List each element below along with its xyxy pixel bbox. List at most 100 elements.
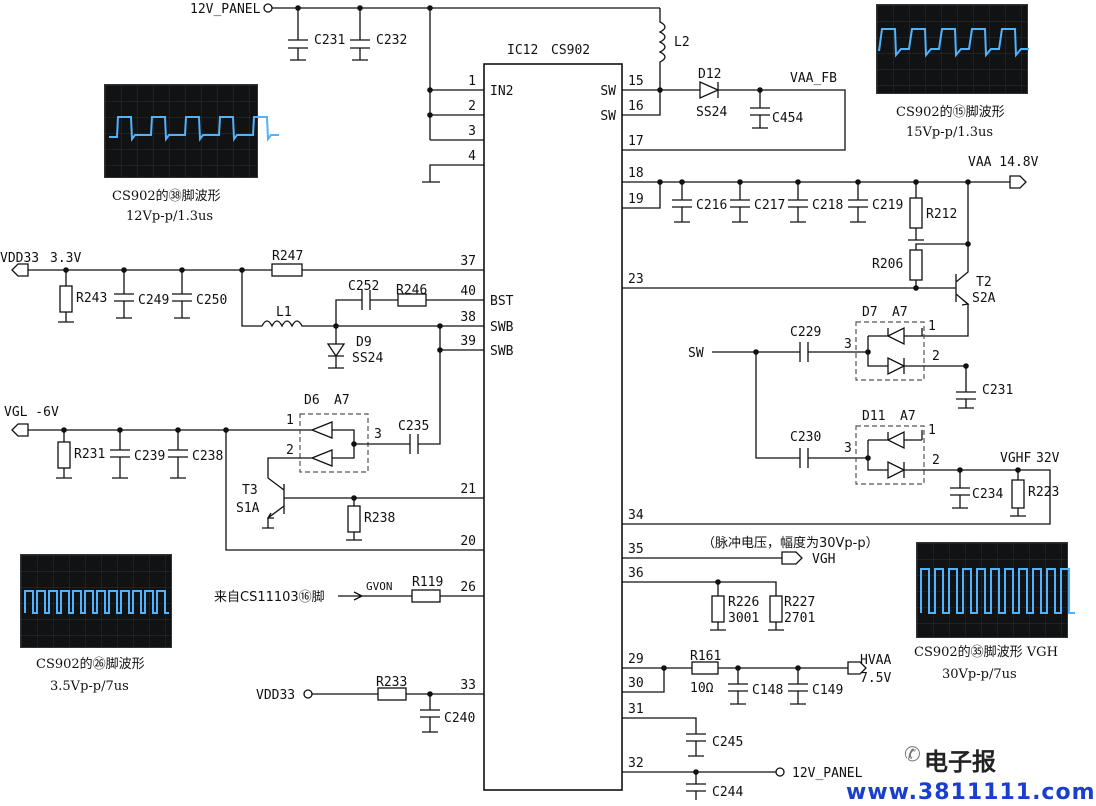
pin-number: 33 <box>460 678 476 693</box>
label-r243: R243 <box>76 291 107 306</box>
pin-number: 31 <box>628 702 644 717</box>
label-r212: R212 <box>926 207 957 222</box>
scope-spec-38: 12Vp-p/1.3us <box>126 209 213 224</box>
pulse-note: （脉冲电压，幅度为30Vp-p） <box>702 535 879 551</box>
scope-image-pin15 <box>876 4 1029 94</box>
label-c245: C245 <box>712 735 743 750</box>
pin-number: 16 <box>628 99 644 114</box>
scope-caption-15: CS902的⑮脚波形 <box>896 104 1005 120</box>
label-s2a: S2A <box>972 291 996 306</box>
label-d7: D7 <box>862 305 878 320</box>
label-c219: C219 <box>872 198 903 213</box>
pin-number: 18 <box>628 166 644 181</box>
label-c218: C218 <box>812 198 843 213</box>
ic-ref: IC12 <box>507 43 538 58</box>
watermark-name: 电子报 <box>924 748 996 776</box>
value-r226: 3001 <box>728 611 759 626</box>
label-c240: C240 <box>444 711 475 726</box>
pin-label: IN2 <box>490 84 513 99</box>
pin-number: 40 <box>460 284 476 299</box>
pin-number: 15 <box>628 74 644 89</box>
label-t2: T2 <box>976 275 992 290</box>
vaa-caps <box>672 182 868 223</box>
pin-number: 29 <box>628 652 644 667</box>
label-c148: C148 <box>752 683 783 698</box>
label-d12: D12 <box>698 67 721 82</box>
net-vdd33-bottom: VDD33 <box>256 688 295 703</box>
label-a7-d7: A7 <box>892 305 908 320</box>
net-vdd33-left: VDD33 <box>0 251 39 266</box>
label-c216: C216 <box>696 198 727 213</box>
scope-image-pin38 <box>104 84 279 178</box>
pin-number: 35 <box>628 542 644 557</box>
pin-number: 1 <box>468 74 476 89</box>
net-vgl: VGL -6V <box>4 405 59 420</box>
label-c249: C249 <box>138 293 169 308</box>
label-c239: C239 <box>134 449 165 464</box>
label-s1a: S1A <box>236 501 260 516</box>
label-ss24-top: SS24 <box>696 105 727 120</box>
label-d9: D9 <box>356 335 372 350</box>
pin-number: 38 <box>460 310 476 325</box>
pin-number: 17 <box>628 134 644 149</box>
pin-number: 32 <box>628 756 644 771</box>
net-vaa-fb: VAA_FB <box>790 71 837 86</box>
panel-bottom-terminal <box>775 767 785 777</box>
label-c235: C235 <box>398 419 429 434</box>
net-vaa: VAA 14.8V <box>968 155 1039 170</box>
d11-pin1: 1 <box>928 423 936 438</box>
label-r206: R206 <box>872 257 903 272</box>
label-c229: C229 <box>790 325 821 340</box>
scope-spec-26: 3.5Vp-p/7us <box>50 679 129 694</box>
scope-spec-35: 30Vp-p/7us <box>942 667 1017 682</box>
label-r119: R119 <box>412 575 443 590</box>
d7-pin2: 2 <box>932 349 940 364</box>
pin-number: 37 <box>460 254 476 269</box>
pin-number: 2 <box>468 99 476 114</box>
label-a7-d6: A7 <box>334 393 350 408</box>
pin-number: 36 <box>628 566 644 581</box>
ic-body <box>483 63 623 791</box>
pin-number: 34 <box>628 508 644 523</box>
d7-pin1: 1 <box>928 319 936 334</box>
label-c217: C217 <box>754 198 785 213</box>
pin-number: 30 <box>628 676 644 691</box>
pin-number: 4 <box>468 149 476 164</box>
scope-image-pin26 <box>20 554 172 648</box>
net-gvon: GVON <box>366 580 393 593</box>
scope-caption-26: CS902的㉖脚波形 <box>36 656 145 672</box>
label-r246: R246 <box>396 283 427 298</box>
wechat-icon: ✆ <box>904 742 921 766</box>
net-vgh: VGH <box>812 552 835 567</box>
label-c232: C232 <box>376 33 407 48</box>
value-r227: 2701 <box>784 611 815 626</box>
label-l1: L1 <box>276 305 292 320</box>
d6-pin3: 3 <box>374 427 382 442</box>
pin-number: 21 <box>460 482 476 497</box>
pin-number: 23 <box>628 272 644 287</box>
pin-number: 20 <box>460 534 476 549</box>
vdd33-bottom-terminal <box>303 689 313 699</box>
label-c231-top: C231 <box>314 33 345 48</box>
d7-pin3: 3 <box>844 337 852 352</box>
label-c230: C230 <box>790 430 821 445</box>
label-r233: R233 <box>376 675 407 690</box>
label-r226: R226 <box>728 595 759 610</box>
scope-caption-38: CS902的㊳脚波形 <box>112 188 221 204</box>
d6-pin1: 1 <box>286 413 294 428</box>
label-r231: R231 <box>74 447 105 462</box>
ic-part: CS902 <box>551 43 590 58</box>
label-c252: C252 <box>348 279 379 294</box>
pin-number: 39 <box>460 334 476 349</box>
pin-label: SWB <box>490 344 514 359</box>
scope-image-pin35 <box>916 542 1075 638</box>
pin-label: BST <box>490 294 514 309</box>
net-hvaa-voltage: 7.5V <box>860 671 891 686</box>
pin-label: SW <box>600 84 616 99</box>
label-c149: C149 <box>812 683 843 698</box>
net-3v3: 3.3V <box>50 251 81 266</box>
label-d6: D6 <box>304 393 320 408</box>
label-c244: C244 <box>712 785 743 800</box>
label-l2: L2 <box>674 35 690 50</box>
